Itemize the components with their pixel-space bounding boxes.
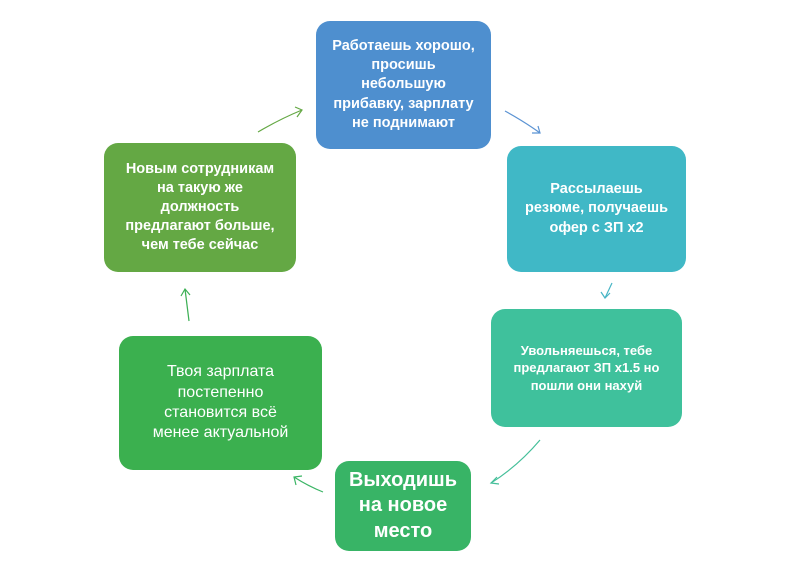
arrow-step1-to-step2: [504, 110, 541, 134]
cycle-step-6-text: Новым сотрудникам на такую же должность …: [125, 160, 275, 254]
cycle-step-4-text: Выходишь на новое место: [348, 468, 458, 542]
cycle-step-6: Новым сотрудникам на такую же должность …: [104, 143, 296, 272]
cycle-step-3: Увольняешься, тебе предлагают ЗП х1.5 но…: [491, 309, 682, 427]
cycle-step-2: Рассылаешь резюме, получаешь офер с ЗП х…: [507, 146, 686, 272]
cycle-step-1: Работаешь хорошо, просишь небольшую приб…: [316, 21, 491, 149]
arrow-step6-to-step1: [257, 106, 303, 133]
cycle-step-5: Твоя зарплата постепенно становится всё …: [119, 336, 322, 470]
cycle-step-2-text: Рассылаешь резюме, получаешь офер с ЗП х…: [524, 181, 669, 236]
arrow-step2-to-step3: [600, 282, 613, 299]
cycle-step-5-text: Твоя зарплата постепенно становится всё …: [152, 363, 289, 442]
cycle-step-3-text: Увольняешься, тебе предлагают ЗП х1.5 но…: [513, 343, 660, 393]
arrow-step5-to-step6: [180, 287, 191, 322]
cycle-step-4: Выходишь на новое место: [335, 461, 471, 551]
cycle-step-1-text: Работаешь хорошо, просишь небольшую приб…: [332, 38, 475, 131]
arrow-step4-to-step5: [293, 475, 324, 493]
arrow-step3-to-step4: [489, 439, 541, 485]
